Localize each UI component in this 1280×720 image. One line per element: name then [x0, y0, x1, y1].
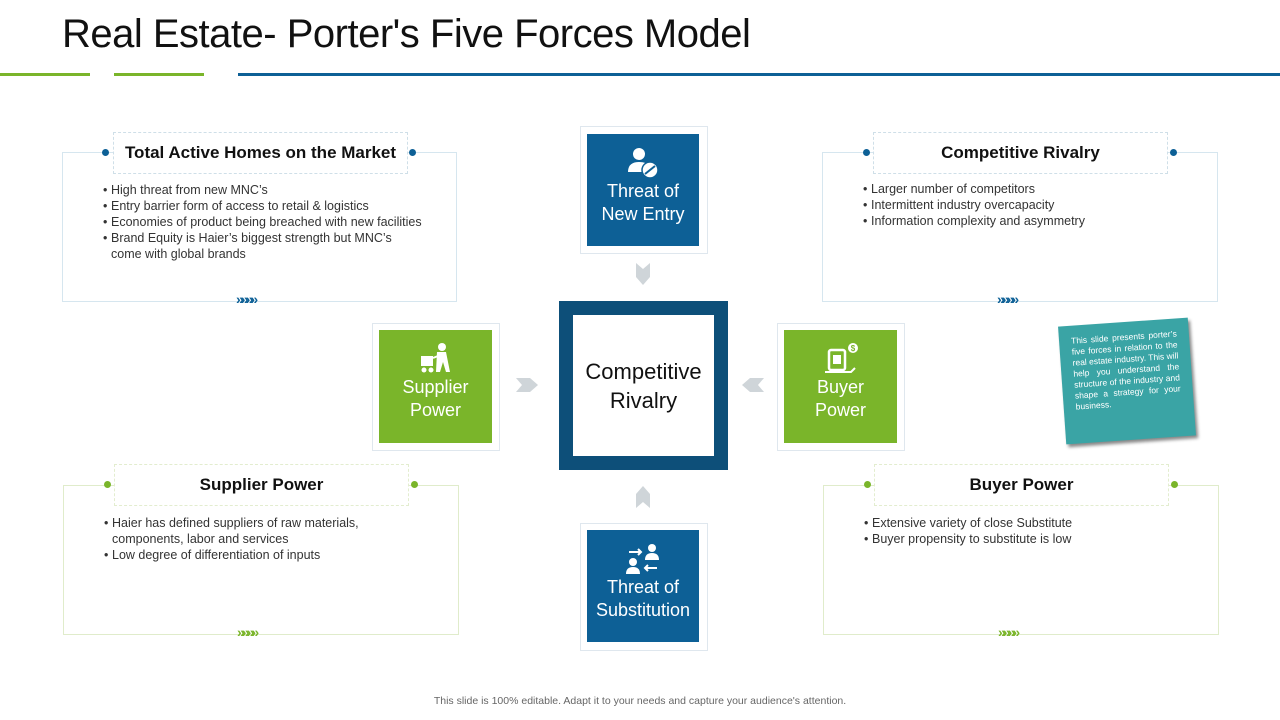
dot-icon: [102, 149, 109, 156]
dot-icon: [411, 481, 418, 488]
force-buyer-power: $ Buyer Power: [784, 330, 897, 443]
card-buyer-power: Extensive variety of close Substitute Bu…: [823, 485, 1219, 640]
arrow-left-icon: [742, 378, 764, 392]
card-heading: Supplier Power: [114, 464, 409, 506]
bullet: Intermittent industry overcapacity: [863, 197, 1193, 213]
user-blocked-icon: [628, 148, 659, 179]
tile-label-line-1: Threat of: [606, 181, 680, 201]
arrow-up-icon: [636, 486, 650, 508]
card-heading: Total Active Homes on the Market: [113, 132, 408, 174]
bullet: Information complexity and asymmetry: [863, 213, 1193, 229]
page-title: Real Estate- Porter's Five Forces Model: [62, 12, 751, 56]
card-bullets: Haier has defined suppliers of raw mater…: [104, 515, 404, 563]
tile-label-line-1: Threat of: [606, 577, 680, 597]
dot-icon: [1170, 149, 1177, 156]
bullet: Larger number of competitors: [863, 181, 1193, 197]
tile-label-line-2: Substitution: [595, 600, 691, 620]
center-line-1: Competitive: [585, 358, 702, 384]
bullet: Haier has defined suppliers of raw mater…: [104, 515, 404, 547]
card-bullets: High threat from new MNC’s Entry barrier…: [103, 182, 423, 262]
card-heading: Buyer Power: [874, 464, 1169, 506]
dot-icon: [863, 149, 870, 156]
svg-text:$: $: [850, 344, 855, 353]
sticky-note: This slide presents porter’s five forces…: [1058, 317, 1196, 445]
dot-icon: [1171, 481, 1178, 488]
bullet: Brand Equity is Haier’s biggest strength…: [103, 230, 423, 262]
force-supplier-power: Supplier Power: [379, 330, 492, 443]
footer-note: This slide is 100% editable. Adapt it to…: [433, 695, 847, 707]
title-rule-green-1: [0, 73, 90, 76]
worker-cart-icon: [420, 343, 450, 373]
tile-label-line-2: Power: [409, 400, 462, 420]
bullet: Low degree of differentiation of inputs: [104, 547, 404, 563]
tile-label-line-2: New Entry: [601, 204, 685, 224]
card-total-active-homes: High threat from new MNC’s Entry barrier…: [62, 152, 457, 307]
chevrons-icon: »»»»: [997, 291, 1019, 307]
buyer-money-icon: $: [824, 343, 858, 373]
card-bullets: Extensive variety of close Substitute Bu…: [864, 515, 1184, 547]
swap-users-icon: [626, 544, 659, 574]
tile-label-line-1: Buyer: [816, 377, 865, 397]
title-rule-green-2: [114, 73, 204, 76]
card-supplier-power: Haier has defined suppliers of raw mater…: [63, 485, 459, 640]
bullet: Entry barrier form of access to retail &…: [103, 198, 423, 214]
force-threat-new-entry: Threat of New Entry: [587, 134, 699, 246]
bullet: Economies of product being breached with…: [103, 214, 423, 230]
force-threat-substitution: Threat of Substitution: [587, 530, 699, 642]
dot-icon: [864, 481, 871, 488]
bullet: High threat from new MNC’s: [103, 182, 423, 198]
chevrons-icon: »»»»: [237, 624, 259, 640]
card-heading: Competitive Rivalry: [873, 132, 1168, 174]
bullet: Buyer propensity to substitute is low: [864, 531, 1184, 547]
dot-icon: [409, 149, 416, 156]
bullet: Extensive variety of close Substitute: [864, 515, 1184, 531]
dot-icon: [104, 481, 111, 488]
tile-label-line-1: Supplier: [402, 377, 469, 397]
chevrons-icon: »»»»: [998, 624, 1020, 640]
arrow-down-icon: [636, 263, 650, 285]
card-competitive-rivalry: Larger number of competitors Intermitten…: [822, 152, 1218, 307]
tile-label-line-2: Power: [814, 400, 867, 420]
card-bullets: Larger number of competitors Intermitten…: [863, 181, 1193, 229]
arrow-right-icon: [516, 378, 538, 392]
center-line-2: Rivalry: [609, 387, 678, 413]
title-rule-blue: [238, 73, 1280, 76]
chevrons-icon: »»»»: [236, 291, 258, 307]
